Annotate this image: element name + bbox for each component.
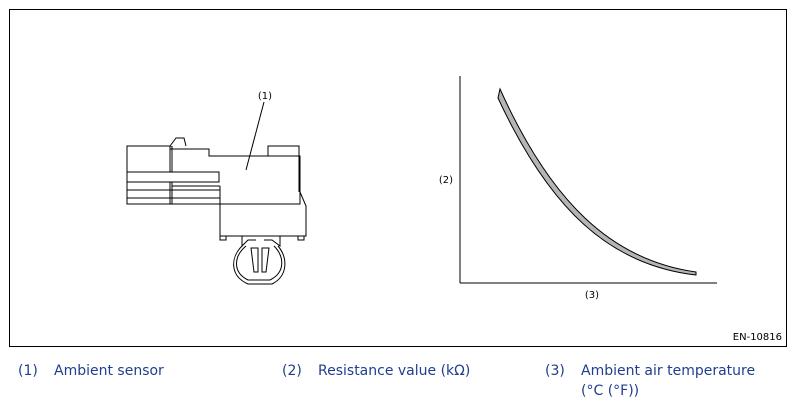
resistance-curve-band bbox=[497, 87, 697, 276]
legend-item-1: (1) Ambient sensor bbox=[18, 361, 268, 381]
callout-2-label: (2) bbox=[439, 175, 453, 186]
legend-number: (2) bbox=[282, 363, 302, 379]
figure-code: EN-10816 bbox=[732, 332, 782, 343]
legend-item-2: (2) Resistance value (kΩ) bbox=[282, 361, 532, 381]
figure-frame: (1) (2) (3) EN-10816 bbox=[9, 9, 787, 347]
legend-item-3: (3) Ambient air temperature (°C (°F)) bbox=[545, 361, 785, 401]
legend-text: Ambient sensor bbox=[54, 363, 164, 379]
callout-1-label: (1) bbox=[258, 91, 272, 102]
figure-illustration: (1) (2) (3) bbox=[126, 76, 717, 301]
legend-text: Resistance value (kΩ) bbox=[318, 363, 471, 379]
legend-number: (1) bbox=[18, 363, 38, 379]
legend: (1) Ambient sensor (2) Resistance value … bbox=[0, 361, 797, 411]
callout-3-label: (3) bbox=[585, 290, 599, 301]
ambient-sensor-drawing bbox=[126, 101, 307, 285]
resistance-curve-graph bbox=[459, 76, 717, 284]
legend-text: Ambient air temperature (°C (°F)) bbox=[581, 363, 756, 399]
legend-number: (3) bbox=[545, 363, 565, 379]
